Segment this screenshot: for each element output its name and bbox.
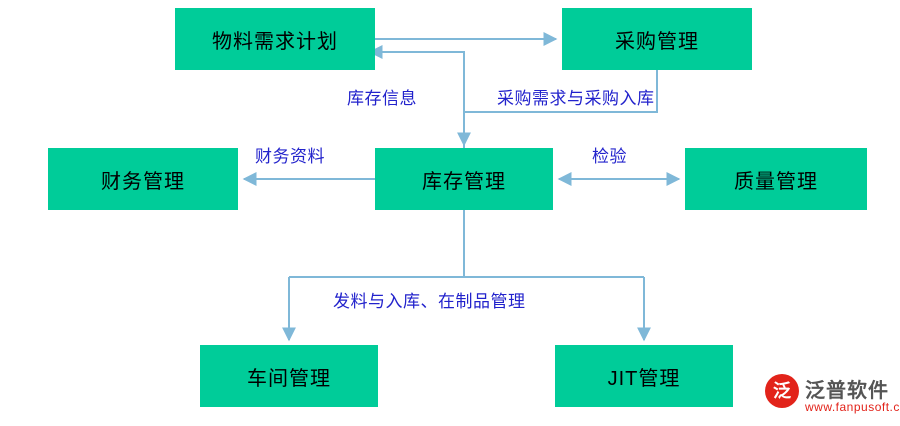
logo-circle-icon: 泛 xyxy=(765,374,799,408)
edge-label-material-issue-wip: 发料与入库、在制品管理 xyxy=(333,292,526,311)
node-label: JIT管理 xyxy=(607,367,681,390)
node-label: 物料需求计划 xyxy=(212,30,338,53)
node-quality-management[interactable]: 质量管理 xyxy=(685,148,867,210)
node-purchase-management[interactable]: 采购管理 xyxy=(562,8,752,70)
node-label: 车间管理 xyxy=(247,367,331,390)
node-material-requirement-plan[interactable]: 物料需求计划 xyxy=(175,8,375,70)
node-inventory-management[interactable]: 库存管理 xyxy=(375,148,553,210)
watermark-logo: 泛 泛普软件 www.fanpusoft.com xyxy=(765,372,900,422)
edge-label-purchase-requirement: 采购需求与采购入库 xyxy=(497,89,655,108)
edge-label-stock-info: 库存信息 xyxy=(347,89,417,108)
node-label: 财务管理 xyxy=(101,170,185,193)
edge-label-finance-data: 财务资料 xyxy=(255,147,325,166)
node-jit-management[interactable]: JIT管理 xyxy=(555,345,733,407)
edge-label-inspection: 检验 xyxy=(592,147,627,166)
logo-glyph: 泛 xyxy=(773,381,791,401)
node-workshop-management[interactable]: 车间管理 xyxy=(200,345,378,407)
logo-url: www.fanpusoft.com xyxy=(805,400,900,414)
node-label: 质量管理 xyxy=(734,170,818,193)
logo-brand-name: 泛普软件 xyxy=(805,380,889,402)
node-label: 库存管理 xyxy=(422,170,506,193)
node-finance-management[interactable]: 财务管理 xyxy=(48,148,238,210)
node-label: 采购管理 xyxy=(615,30,699,53)
